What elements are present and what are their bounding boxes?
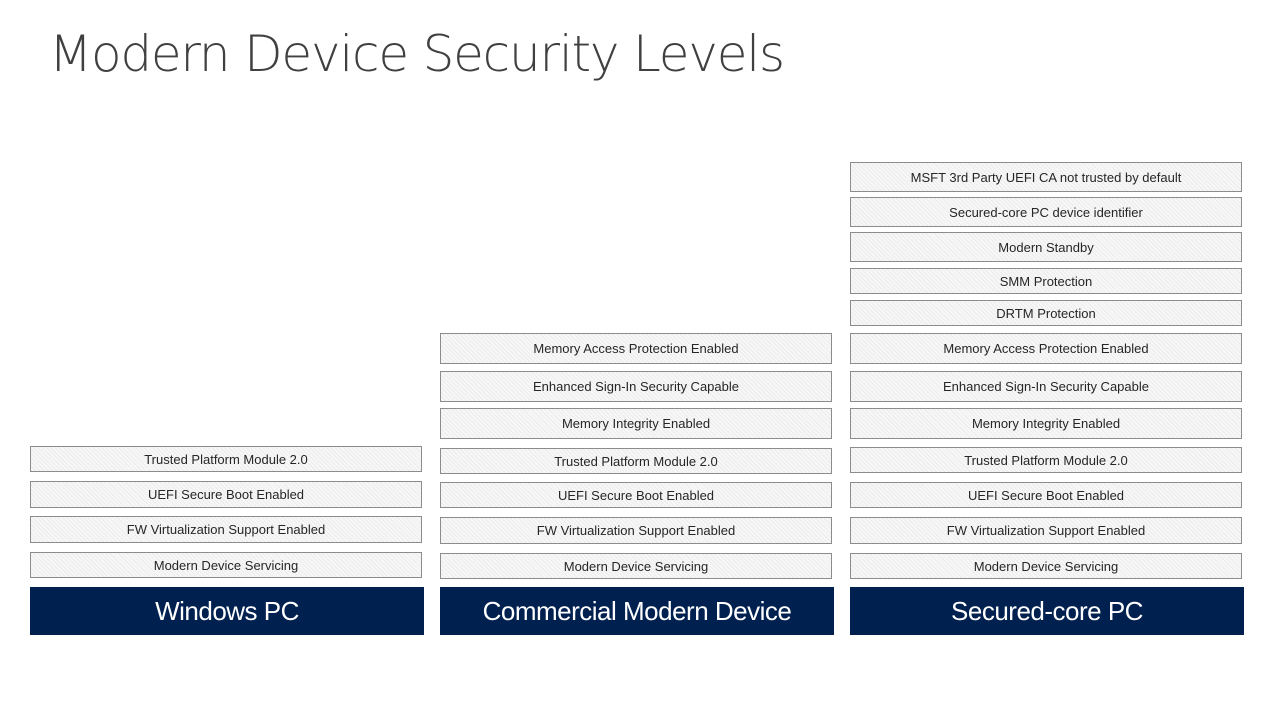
feature-box: MSFT 3rd Party UEFI CA not trusted by de… bbox=[850, 162, 1242, 192]
feature-box: Memory Integrity Enabled bbox=[440, 408, 832, 439]
feature-box: FW Virtualization Support Enabled bbox=[440, 517, 832, 544]
category-label: Secured-core PC bbox=[850, 587, 1244, 635]
feature-box: UEFI Secure Boot Enabled bbox=[440, 482, 832, 508]
feature-box: DRTM Protection bbox=[850, 300, 1242, 326]
feature-box: SMM Protection bbox=[850, 268, 1242, 294]
feature-box: Modern Device Servicing bbox=[440, 553, 832, 579]
category-label: Windows PC bbox=[30, 587, 424, 635]
feature-box: Memory Integrity Enabled bbox=[850, 408, 1242, 439]
feature-box: Enhanced Sign-In Security Capable bbox=[440, 371, 832, 402]
feature-box: FW Virtualization Support Enabled bbox=[30, 516, 422, 543]
feature-box: Memory Access Protection Enabled bbox=[850, 333, 1242, 364]
feature-box: Trusted Platform Module 2.0 bbox=[30, 446, 422, 472]
feature-box: Modern Device Servicing bbox=[850, 553, 1242, 579]
feature-box: Modern Standby bbox=[850, 232, 1242, 262]
feature-box: Trusted Platform Module 2.0 bbox=[850, 447, 1242, 473]
feature-box: Memory Access Protection Enabled bbox=[440, 333, 832, 364]
feature-box: Trusted Platform Module 2.0 bbox=[440, 448, 832, 474]
feature-box: UEFI Secure Boot Enabled bbox=[850, 482, 1242, 508]
feature-box: Secured-core PC device identifier bbox=[850, 197, 1242, 227]
feature-box: Enhanced Sign-In Security Capable bbox=[850, 371, 1242, 402]
feature-box: Modern Device Servicing bbox=[30, 552, 422, 578]
page-title: Modern Device Security Levels bbox=[49, 25, 785, 83]
feature-box: FW Virtualization Support Enabled bbox=[850, 517, 1242, 544]
category-label: Commercial Modern Device bbox=[440, 587, 834, 635]
feature-box: UEFI Secure Boot Enabled bbox=[30, 481, 422, 508]
